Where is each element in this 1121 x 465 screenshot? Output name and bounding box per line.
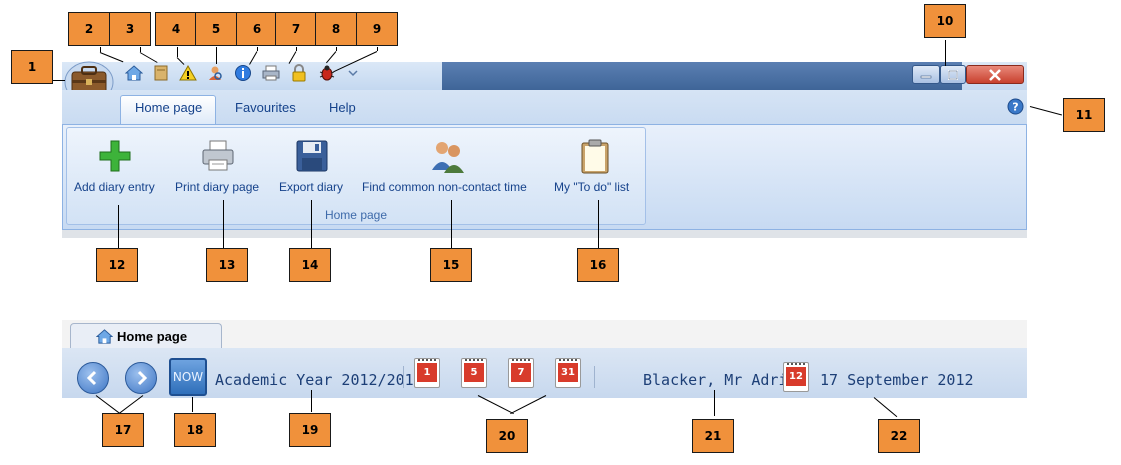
week-5-label: 5 <box>464 363 484 382</box>
home-icon[interactable] <box>125 64 143 82</box>
month-view-button[interactable]: 31 <box>555 358 581 388</box>
document-tab-strip <box>62 320 1027 348</box>
callout-14: 14 <box>289 248 331 282</box>
user-name-label[interactable]: Blacker, Mr Adrian <box>643 371 806 389</box>
add-diary-entry-button[interactable]: Add diary entry <box>74 180 155 194</box>
callout-13: 13 <box>206 248 248 282</box>
printer-icon[interactable] <box>262 64 280 82</box>
tab-favourites[interactable]: Favourites <box>235 100 296 115</box>
now-button[interactable]: NOW <box>169 358 207 396</box>
day-view-button[interactable]: 1 <box>414 358 440 388</box>
save-icon[interactable] <box>294 138 330 174</box>
date-picker-button[interactable]: 12 <box>783 362 809 392</box>
callout-10: 10 <box>924 4 966 38</box>
tab-home-page-label[interactable]: Home page <box>135 100 203 115</box>
back-button[interactable] <box>77 362 109 394</box>
export-diary-button[interactable]: Export diary <box>279 180 344 194</box>
callout-17: 17 <box>102 413 144 447</box>
home-icon <box>95 328 114 345</box>
diary-icon[interactable] <box>152 64 170 82</box>
callout-21: 21 <box>692 419 734 453</box>
clipboard-icon[interactable] <box>577 138 613 174</box>
callout-4: 4 <box>155 12 197 46</box>
week-5-day-view-button[interactable]: 5 <box>461 358 487 388</box>
arrow-left-icon <box>86 370 97 386</box>
my-to-do-list-button[interactable]: My "To do" list <box>554 180 630 194</box>
callout-15: 15 <box>430 248 472 282</box>
callout-18: 18 <box>174 413 216 447</box>
toolbar-separator <box>594 366 595 388</box>
ribbon-group-home-page <box>66 127 646 225</box>
callout-2: 2 <box>68 12 110 46</box>
help-icon[interactable]: ? <box>1007 98 1024 115</box>
callout-20: 20 <box>486 419 528 453</box>
week-7-label: 7 <box>511 363 531 382</box>
callout-9: 9 <box>356 12 398 46</box>
dropdown-icon[interactable] <box>344 64 362 82</box>
users-icon[interactable] <box>430 138 466 174</box>
tab-help[interactable]: Help <box>329 100 356 115</box>
search-user-icon[interactable] <box>206 64 224 82</box>
info-icon[interactable] <box>234 64 252 82</box>
academic-year-label[interactable]: Academic Year 2012/2013 <box>215 371 423 389</box>
ribbon-divider <box>62 230 1027 238</box>
bug-icon[interactable] <box>318 64 336 82</box>
callout-3: 3 <box>109 12 151 46</box>
forward-button[interactable] <box>125 362 157 394</box>
lock-icon[interactable] <box>290 64 308 82</box>
ribbon-group-label: Home page <box>324 208 388 222</box>
printer-icon[interactable] <box>200 138 236 174</box>
callout-22: 22 <box>878 419 920 453</box>
arrow-right-icon <box>137 370 148 386</box>
callout-6: 6 <box>236 12 278 46</box>
plus-icon[interactable] <box>97 138 133 174</box>
month-view-label: 31 <box>558 363 578 382</box>
callout-11: 11 <box>1063 98 1105 132</box>
callout-16: 16 <box>577 248 619 282</box>
restore-button[interactable] <box>940 65 966 84</box>
callout-12: 12 <box>96 248 138 282</box>
warning-icon[interactable] <box>179 64 197 82</box>
toolbar-separator <box>403 366 404 388</box>
week-7-day-view-button[interactable]: 7 <box>508 358 534 388</box>
document-tab-label: Home page <box>117 329 188 344</box>
callout-7: 7 <box>275 12 317 46</box>
callout-1: 1 <box>11 50 53 84</box>
close-button[interactable] <box>966 65 1024 84</box>
callout-19: 19 <box>289 413 331 447</box>
ribbon-tab-row <box>62 90 1027 124</box>
title-bar <box>62 62 1027 90</box>
find-common-non-contact-time-button[interactable]: Find common non-contact time <box>362 180 527 194</box>
date-picker-number: 12 <box>786 367 806 386</box>
diary-toolbar <box>62 348 1027 398</box>
tab-home-page[interactable] <box>120 95 216 125</box>
window-title: PARS .net v5.569.7 develop\sims:sims - T… <box>393 5 810 22</box>
document-tab-home-page[interactable] <box>70 323 222 351</box>
callout-5: 5 <box>195 12 237 46</box>
callout-8: 8 <box>315 12 357 46</box>
day-view-label: 1 <box>417 363 437 382</box>
svg-text:?: ? <box>1012 101 1018 114</box>
minimize-button[interactable] <box>912 65 940 84</box>
current-date-label[interactable]: 17 September 2012 <box>820 371 974 389</box>
print-diary-page-button[interactable]: Print diary page <box>175 180 260 194</box>
